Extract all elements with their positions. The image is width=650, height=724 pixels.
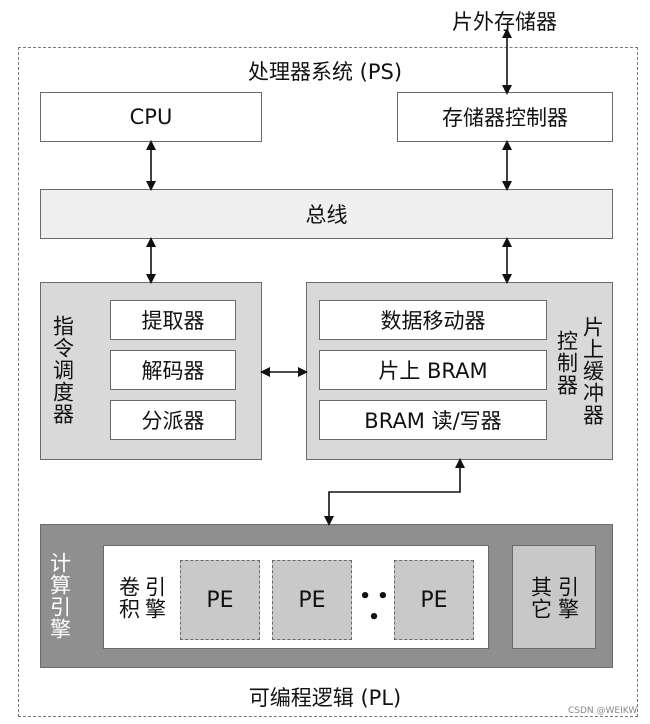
pe-block-1: PE <box>180 560 260 640</box>
dispatcher-block: 分派器 <box>110 400 236 440</box>
dispatcher-label: 分派器 <box>141 409 205 433</box>
fetcher-block: 提取器 <box>110 300 236 340</box>
pe-label-2: PE <box>298 587 326 613</box>
data-mover-block: 数据移动器 <box>319 300 547 340</box>
instruction-scheduler-block: 指令调度器 提取器 解码器 分派器 <box>40 282 262 460</box>
data-mover-label: 数据移动器 <box>380 309 486 333</box>
conv-engine-block: 卷积 引擎 PE PE • • • PE <box>103 545 489 649</box>
conv-engine-label-line2: 引擎 <box>142 576 167 620</box>
buffer-controller-label-line2: 控制器 <box>554 330 579 396</box>
onchip-bram-block: 片上 BRAM <box>319 350 547 390</box>
bus-block: 总线 <box>40 189 613 239</box>
other-engine-label-line1: 其它 <box>528 576 553 620</box>
pe-block-2: PE <box>272 560 352 640</box>
bus-label: 总线 <box>305 203 348 227</box>
system-frame <box>18 47 638 717</box>
pl-title: 可编程逻辑 (PL) <box>248 686 402 710</box>
pe-block-3: PE <box>394 560 474 640</box>
decoder-block: 解码器 <box>110 350 236 390</box>
pe-label-3: PE <box>420 587 448 613</box>
memory-controller-block: 存储器控制器 <box>397 92 613 142</box>
watermark: CSDN @WEIKW <box>568 706 638 716</box>
onchip-bram-label: 片上 BRAM <box>378 359 488 383</box>
ps-title: 处理器系统 (PS) <box>247 60 403 84</box>
bram-rw-block: BRAM 读/写器 <box>319 400 547 440</box>
other-engine-label-line2: 引擎 <box>555 576 580 620</box>
arrow-buffer-compute <box>324 458 465 526</box>
conv-engine-label-line1: 卷积 <box>116 576 141 620</box>
other-engine-block: 其它 引擎 <box>512 545 596 649</box>
compute-engine-block: 计算引擎 卷积 引擎 PE PE • • • PE 其它 引擎 <box>40 524 613 668</box>
decoder-label: 解码器 <box>141 359 205 383</box>
pe-ellipsis: • • • <box>359 586 389 628</box>
pe-label-1: PE <box>206 587 234 613</box>
bram-rw-label: BRAM 读/写器 <box>364 409 502 433</box>
cpu-label: CPU <box>129 105 173 129</box>
buffer-controller-label-line1: 片上缓冲器 <box>580 316 605 426</box>
fetcher-label: 提取器 <box>141 309 205 333</box>
compute-engine-label: 计算引擎 <box>47 552 72 640</box>
buffer-controller-block: 数据移动器 片上 BRAM BRAM 读/写器 片上缓冲器 控制器 <box>306 282 613 460</box>
memory-controller-label: 存储器控制器 <box>442 106 568 130</box>
instruction-scheduler-label: 指令调度器 <box>50 315 75 425</box>
